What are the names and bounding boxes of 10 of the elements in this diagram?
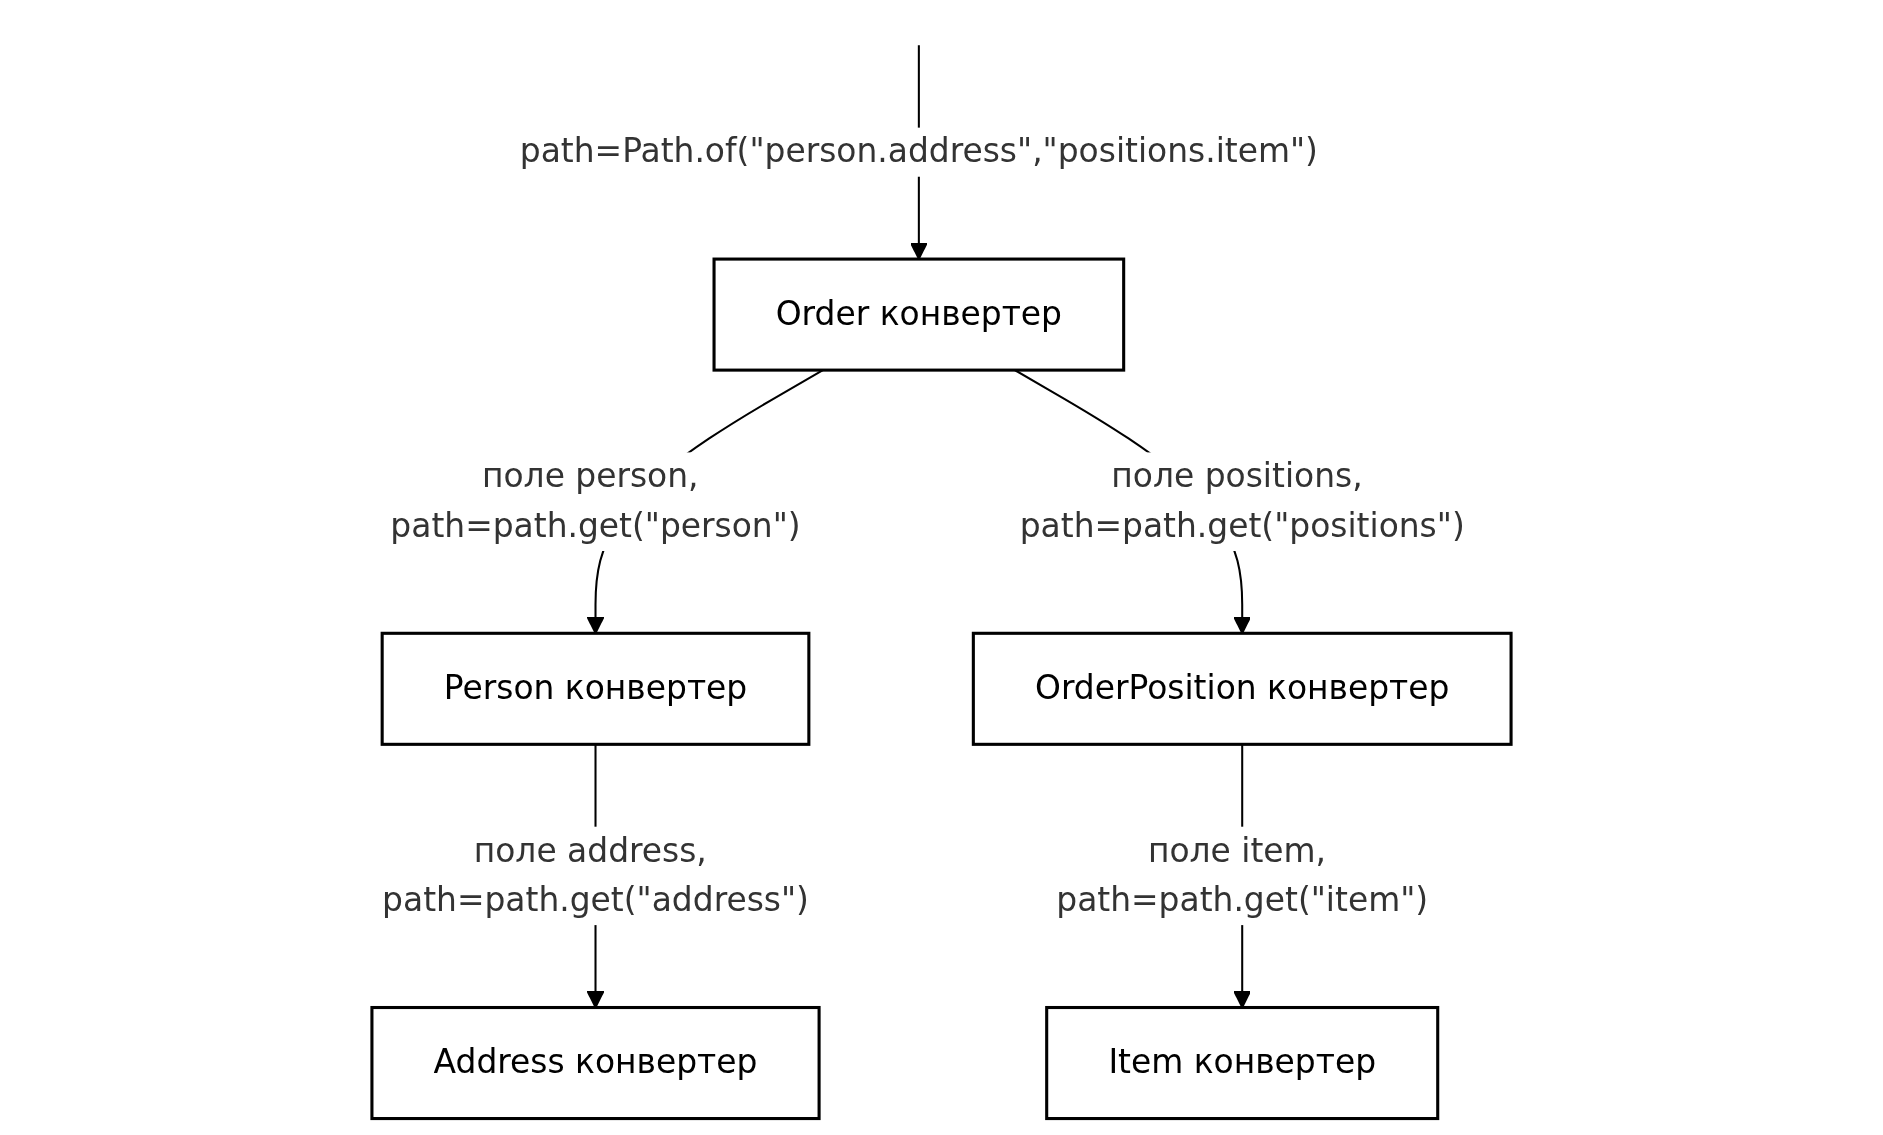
edge-label: поле positions, path=path.get("positions") [1019, 456, 1465, 545]
edge-label: поле person, path=path.get("person") [390, 456, 801, 545]
edge-label: path=Path.of("person.address","positions.item") [519, 131, 1318, 171]
node-box: Person конвертер [380, 631, 811, 746]
edge-label: поле address, path=path.get("address") [382, 830, 809, 920]
node-box: Item конвертер [1045, 1006, 1440, 1121]
node-box: Address конвертер [370, 1006, 821, 1121]
node-box: Order конвертер [712, 257, 1126, 372]
edge-label: поле item, path=path.get("item") [1056, 830, 1429, 920]
node-box: OrderPosition конвертер [971, 631, 1513, 746]
